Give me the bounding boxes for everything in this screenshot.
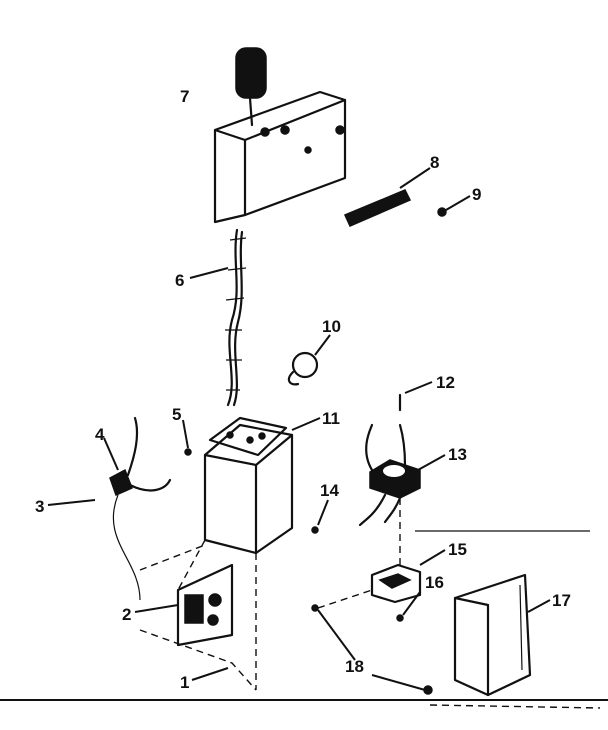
callout-11: 11	[322, 409, 340, 428]
callout-14: 14	[320, 481, 339, 500]
capacitor-icon	[235, 47, 267, 127]
relay-socket-icon	[370, 549, 446, 604]
callout-15: 15	[448, 540, 467, 559]
junction-box-icon	[203, 416, 321, 555]
screw-icon	[311, 499, 329, 534]
callout-7: 7	[180, 87, 189, 106]
screw-icon	[311, 589, 433, 695]
terminal-strip-icon	[343, 167, 431, 227]
callout-4: 4	[95, 425, 105, 444]
callout-17: 17	[552, 591, 571, 610]
cover-plate-icon	[453, 573, 551, 697]
callout-16: 16	[425, 573, 444, 592]
screw-icon	[396, 591, 421, 622]
callout-3: 3	[35, 497, 44, 516]
connector-icon	[287, 334, 331, 386]
callout-12: 12	[436, 373, 455, 392]
clip-icon	[182, 419, 192, 456]
callout-1: 1	[180, 673, 189, 692]
mounting-bracket-icon	[213, 90, 347, 224]
wire-harness-icon	[189, 228, 247, 407]
callout-2: 2	[122, 605, 131, 624]
callout-9: 9	[472, 185, 481, 204]
screw-icon	[398, 381, 433, 412]
callout-10: 10	[322, 317, 341, 336]
callout-8: 8	[430, 153, 439, 172]
relay-bracket-icon	[134, 563, 234, 647]
callout-13: 13	[448, 445, 467, 464]
callout-6: 6	[175, 271, 184, 290]
relay-icon	[358, 423, 446, 527]
callout-18: 18	[345, 657, 364, 676]
callout-5: 5	[172, 405, 181, 424]
switch-icon	[47, 416, 172, 601]
screw-icon	[437, 195, 471, 217]
